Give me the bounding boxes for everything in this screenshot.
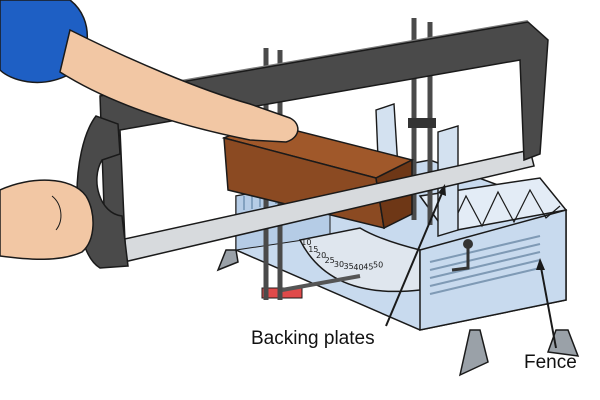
backing-plates-pointer	[385, 184, 446, 327]
scale-mark: 15	[308, 245, 318, 254]
right-foot	[458, 329, 489, 377]
fence-slats	[429, 235, 541, 295]
backing-plates-label: Backing plates	[251, 328, 375, 349]
hand-icon	[0, 179, 94, 260]
scale-mark: 45	[363, 263, 373, 272]
fence-pointer	[536, 258, 557, 349]
left-foot	[216, 249, 239, 272]
scale-mark: 25	[325, 256, 335, 265]
scale-mark: 50	[373, 261, 383, 270]
scale-mark: 40	[353, 263, 363, 272]
scale-mark: 10	[301, 238, 311, 247]
fence-zigzag	[449, 188, 561, 231]
clamp-screw	[451, 244, 470, 272]
handle-hand	[0, 179, 94, 260]
scale-mark: 30	[334, 260, 344, 269]
arm-icon	[0, 0, 299, 143]
fence-front	[419, 209, 567, 331]
angle-arm	[281, 274, 361, 292]
fence-label: Fence	[524, 352, 577, 373]
forearm	[59, 28, 299, 143]
scale-mark: 20	[316, 251, 326, 260]
scale-mark: 35	[344, 262, 354, 271]
